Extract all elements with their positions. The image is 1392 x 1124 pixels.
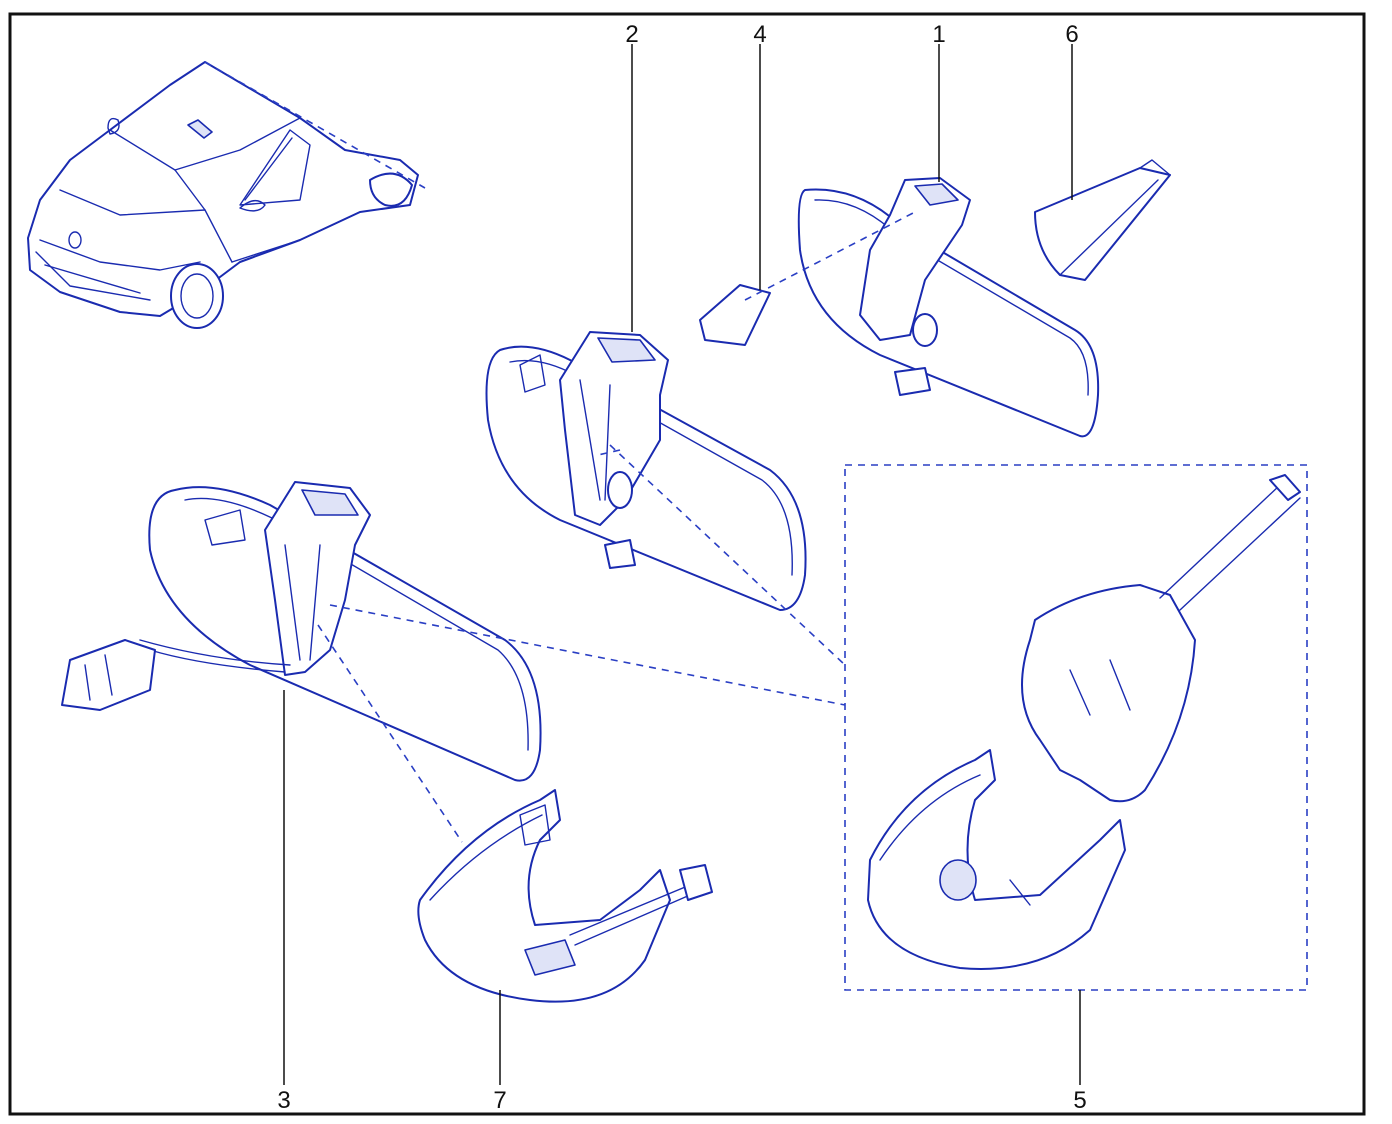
leader-lines [283,44,1081,1085]
callout-4: 4 [753,21,766,48]
adhesive-pad-part-4 [699,211,916,346]
callout-7: 7 [493,1087,506,1114]
callout-6: 6 [1065,21,1078,48]
housing-kit-part-5 [844,464,1308,991]
callout-2: 2 [625,21,638,48]
cover-part-6 [1034,159,1171,281]
diagram-frame [8,12,1366,1116]
mirror-part-1 [797,177,1100,438]
mirror-part-3 [61,481,542,782]
mirror-part-2 [485,331,807,611]
housing-part-7 [417,789,713,1003]
callout-labels: 1 2 3 4 5 6 7 [277,21,1086,1114]
car-illustration [27,61,426,329]
callout-5: 5 [1073,1087,1086,1114]
callout-1: 1 [932,21,945,48]
callout-3: 3 [277,1087,290,1114]
assembly-guides [317,444,846,843]
